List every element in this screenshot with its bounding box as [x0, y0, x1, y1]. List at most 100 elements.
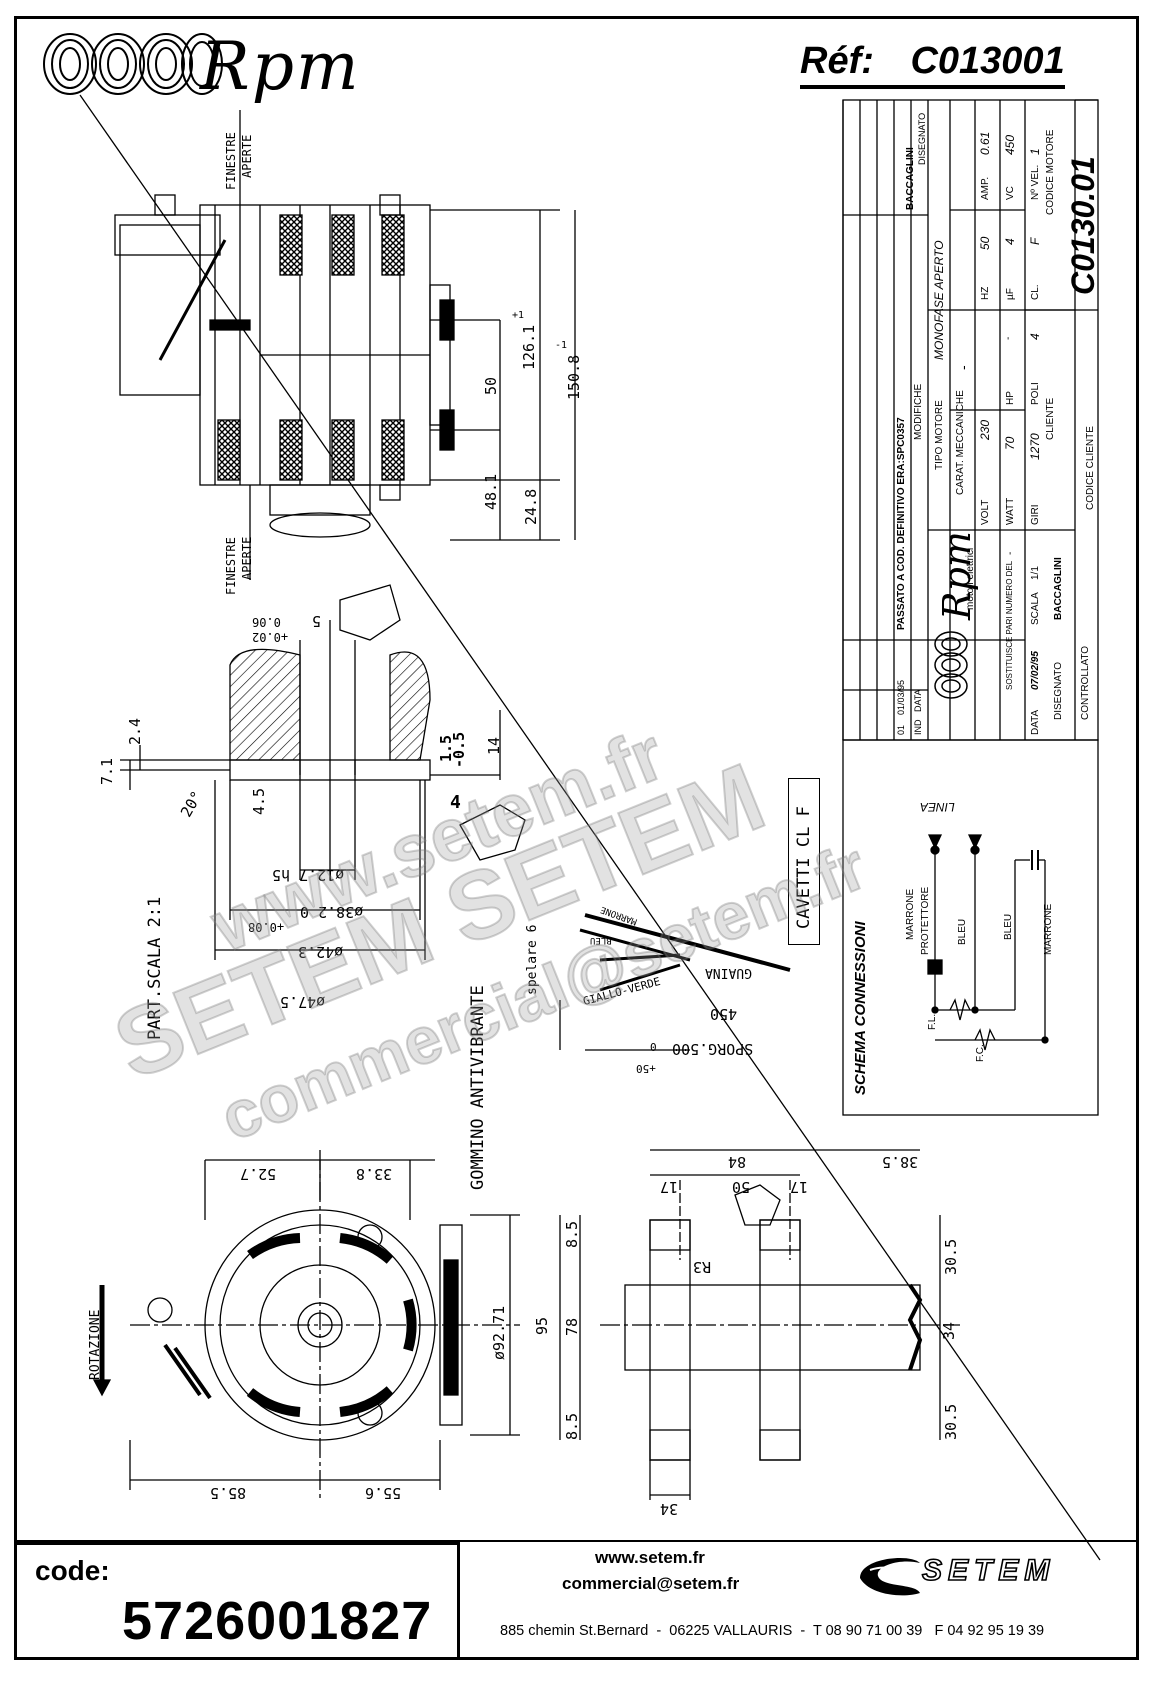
schema-protettore: PROTETTORE: [920, 886, 931, 955]
dim-plus0-02: +0.02: [252, 630, 289, 644]
tb-baccaglini: BACCAGLINI: [905, 147, 916, 210]
dim-33-8: 33.8: [356, 1165, 393, 1183]
dim-4-5: 4.5: [250, 787, 268, 815]
dim-50-bracket: 50: [732, 1178, 751, 1196]
dim-8-5a: 8.5: [563, 1220, 581, 1248]
dim-5: 5: [312, 612, 322, 630]
dim-8-5b: 8.5: [563, 1412, 581, 1440]
title-block-grid: [842, 99, 1099, 1116]
part-scale-label: PART.SCALA 2:1: [145, 896, 165, 1040]
tb-sostituisce: -: [1005, 551, 1016, 555]
diagonal-line: [79, 94, 1101, 1561]
cavetti-label: CAVETTI CL F: [794, 806, 814, 929]
tb-data: 07/02/95: [1030, 651, 1041, 690]
tb-cl-label: CL.: [1030, 284, 1041, 300]
dim-minus0-5: -0.5: [450, 731, 468, 768]
dim-78: 78: [563, 1317, 581, 1336]
tb-controllato2: CONTROLLATO: [1080, 645, 1091, 720]
dim-85-5: 85.5: [210, 1484, 247, 1502]
wire-spelare: spelare 6: [525, 924, 540, 995]
front-view: [129, 1150, 520, 1500]
tb-tipo: MONOFASE APERTO: [932, 240, 946, 360]
tb-disegnato2: DISEGNATO: [1053, 662, 1064, 720]
tb-volt: 230: [978, 419, 992, 440]
schema-bleu1: BLEU: [957, 918, 968, 945]
tb-disegnato: DISEGNATO: [917, 112, 927, 165]
tb-cliente-label: CLIENTE: [1045, 397, 1056, 440]
tb-codice-motore: C0130.01: [1065, 156, 1101, 295]
dim-2-4: 2.4: [126, 717, 144, 745]
wire-450: 450: [710, 1005, 738, 1023]
tb-hp-label: HP: [1005, 391, 1016, 405]
wire-plus50: +50: [636, 1062, 656, 1075]
dim-plus0-08: +0.08: [248, 920, 285, 934]
tb-watt-label: WATT: [1005, 497, 1016, 525]
tb-datacol: DATA: [913, 689, 923, 712]
schema-title: SCHEMA CONNESSIONI: [852, 921, 869, 1095]
code-value: 5726001827: [122, 1591, 433, 1651]
wire-sporg: SPORG.500: [672, 1040, 754, 1058]
tb-amp-label: AMP.: [980, 176, 991, 200]
tb-uf-label: µF: [1005, 288, 1016, 300]
dim-30-5a: 30.5: [942, 1238, 960, 1275]
tb-rev-date: 01/03/95: [896, 679, 906, 715]
tb-nvel-label: Nº VEL.: [1030, 164, 1041, 200]
dim-34-side: 34: [940, 1321, 958, 1340]
tb-data-label: DATA: [1030, 709, 1041, 735]
dim-r3: R3: [693, 1258, 712, 1276]
tb-codice-motore-label: CODICE MOTORE: [1045, 129, 1056, 215]
dim-47-5: ø47.5: [280, 993, 326, 1011]
dim-38-5: 38.5: [882, 1153, 919, 1171]
gommino-label: GOMMINO ANTIVIBRANTE: [468, 985, 488, 1190]
dim-150: 150.8: [565, 354, 583, 400]
dim-84: 84: [728, 1153, 747, 1171]
side-view: [114, 110, 576, 580]
finestre-bottom-2: APERTE: [240, 536, 254, 580]
dim-0-06: 0.06: [252, 615, 281, 629]
schema-linea: LINEA: [920, 800, 955, 814]
tb-coil-icon: [934, 631, 968, 699]
tb-poli-label: POLI: [1030, 382, 1041, 405]
schema-wiring: [927, 834, 1049, 1051]
tb-watt: 70: [1003, 436, 1017, 450]
rotazione-label: ROTAZIONE: [88, 1309, 103, 1380]
tb-tipo-label: TIPO MOTORE: [934, 400, 945, 470]
dim-92-71: ø92.71: [490, 1305, 508, 1360]
tb-sostituisce-label: SOSTITUISCE PARI NUMERO DEL: [1005, 560, 1014, 690]
footer-website: www.setem.fr: [595, 1548, 705, 1567]
finestre-top-1: FINESTRE: [224, 132, 238, 190]
tb-poli: 4: [1028, 333, 1042, 340]
wire-0: 0: [650, 1040, 657, 1053]
tb-hz: 50: [978, 236, 992, 250]
finestre-top-2: APERTE: [240, 134, 254, 178]
tb-codice-cliente-label: CODICE CLIENTE: [1085, 426, 1096, 510]
footer-email: commercial@setem.fr: [562, 1574, 740, 1593]
dim-30-5b: 30.5: [942, 1403, 960, 1440]
tb-baccaglini2: BACCAGLINI: [1053, 557, 1064, 620]
schema-fc: F.C.: [975, 1044, 986, 1062]
wire-guaina: GUAINA: [705, 965, 752, 980]
dim-plus1: +1: [512, 310, 525, 321]
tb-carat-label: CARAT. MECCANICHE: [955, 390, 966, 495]
tb-scala-label: SCALA: [1030, 592, 1041, 625]
wire-harness: [559, 913, 791, 1051]
schema-marrone1: MARRONE: [905, 888, 916, 940]
tb-modifiche: MODIFICHE: [913, 383, 924, 440]
setem-logo: SETEM: [850, 1548, 1110, 1598]
tb-scala: 1/1: [1030, 566, 1041, 580]
dim-38-2: ø38.2 0: [300, 903, 364, 921]
dim-48: 48.1: [482, 473, 500, 510]
tb-rev-ind: 01: [896, 724, 906, 735]
wire-bleu: BLEU: [590, 935, 612, 945]
cavetti-box: CAVETTI CL F: [788, 778, 820, 945]
code-label: code:: [35, 1555, 110, 1586]
tb-cl: F: [1028, 237, 1042, 245]
ref-value: C013001: [910, 40, 1065, 82]
ref-label: Réf:: [800, 40, 874, 82]
rpm-logo: Rpm: [40, 28, 360, 105]
dim-minus1: -1: [555, 340, 568, 351]
tb-volt-label: VOLT: [980, 499, 991, 525]
setem-swirl-icon: [860, 1558, 920, 1596]
tb-giri: 1270: [1028, 433, 1042, 460]
